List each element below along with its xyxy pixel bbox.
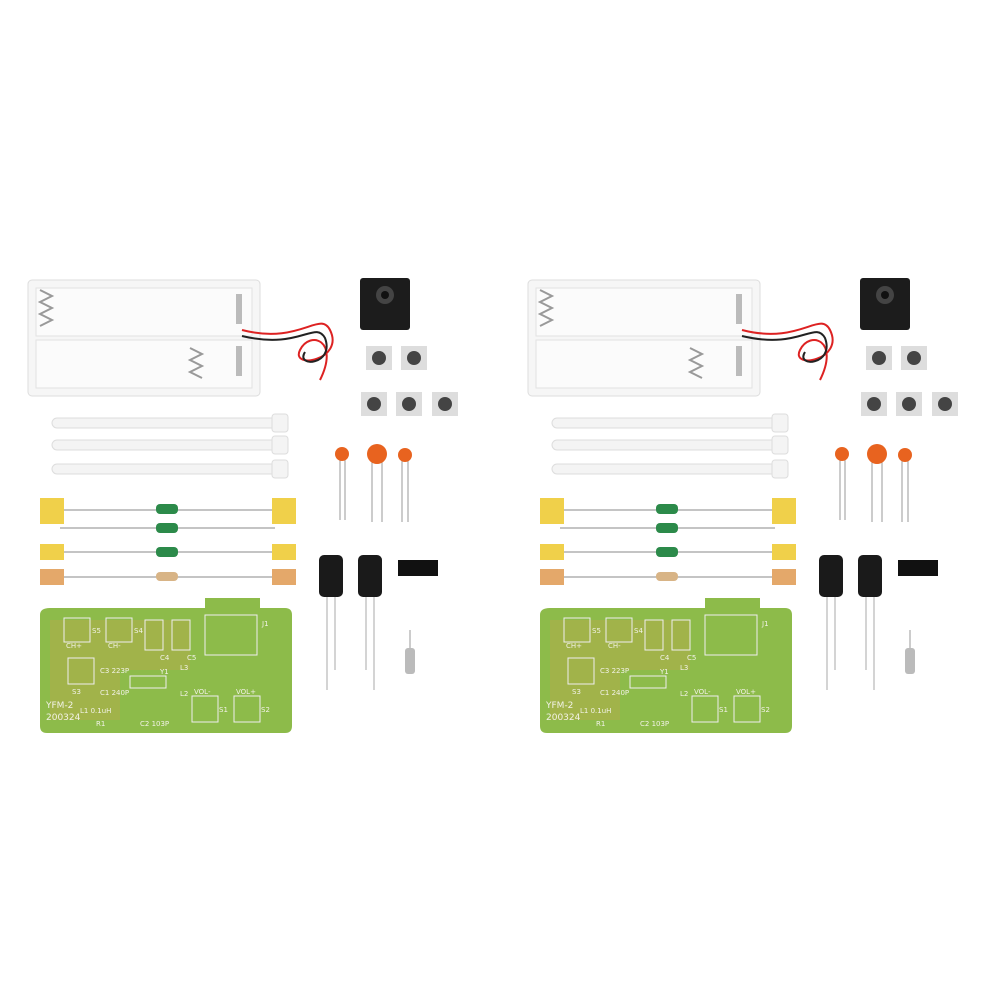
pcb-silkscreen-label: S3 [72,688,81,696]
pcb-silkscreen-label: C1 240P [100,689,129,697]
pcb-silkscreen-label: C5 [687,654,696,662]
electrolytic-capacitors [319,555,382,690]
pcb-silkscreen-label: S3 [572,688,581,696]
pcb-silkscreen-label: 200324 [546,713,581,723]
pcb-silkscreen-label: L3 [180,664,188,672]
battery-wires [241,322,334,381]
kit-left: S5 S4 CH+ CH- C4 C5 J1 Y1 S3 C3 223P C1 … [0,250,500,750]
pcb-silkscreen-label: VOL+ [236,688,256,696]
pcb-silkscreen-label: VOL+ [736,688,756,696]
pcb-silkscreen-label: CH- [108,642,121,650]
pcb-silkscreen-label: C1 240P [600,689,629,697]
tactile-buttons [361,346,458,416]
pcb-silkscreen-label: J1 [261,620,269,628]
cable-ties [551,413,789,479]
pcb: S5 S4 CH+ CH- C4 C5 J1 Y1 S3 C3 223P C1 … [540,598,792,733]
audio-jack [360,278,410,330]
ic-chip [898,560,938,576]
pcb-silkscreen-label: C3 223P [600,667,629,675]
pcb-silkscreen-label: C4 [160,654,170,662]
pcb-silkscreen-label: R1 [96,720,105,728]
pcb-silkscreen-label: L1 0.1uH [80,707,111,715]
pcb-silkscreen-label: 200324 [46,713,81,723]
pcb-silkscreen-label: C3 223P [100,667,129,675]
pcb-silkscreen-label: C2 103P [140,720,169,728]
ic-chip [398,560,438,576]
pcb-silkscreen-label: YFM-2 [545,701,573,711]
ceramic-capacitors [335,444,412,522]
battery-wires [741,322,834,381]
pcb-silkscreen-label: CH+ [566,642,582,650]
pcb-silkscreen-label: CH- [608,642,621,650]
pcb-silkscreen-label: Y1 [159,668,169,676]
pcb-silkscreen-label: S1 [219,706,228,714]
pcb-silkscreen-label: VOL- [694,688,711,696]
pcb-silkscreen-label: J1 [761,620,769,628]
pcb-silkscreen-label: C4 [660,654,670,662]
pcb-silkscreen-label: C2 103P [640,720,669,728]
axial-components [540,498,796,585]
pcb-silkscreen-label: C5 [187,654,196,662]
pcb-silkscreen-label: YFM-2 [45,701,73,711]
pcb-silkscreen-label: S2 [761,706,770,714]
pcb-silkscreen-label: S4 [134,627,143,635]
audio-jack [860,278,910,330]
kit-photo: S5 S4 CH+ CH- C4 C5 J1 Y1 S3 C3 223P C1 … [27,278,458,733]
ceramic-capacitors [835,444,912,522]
kit-right: S5 S4 CH+ CH- C4 C5 J1 Y1 S3 C3 223P C1 … [500,250,1000,750]
pcb-silkscreen-label: S1 [719,706,728,714]
battery-holder [527,279,761,397]
tactile-buttons [861,346,958,416]
electrolytic-capacitors [819,555,882,690]
pcb-silkscreen-label: VOL- [194,688,211,696]
pcb-silkscreen-label: S5 [592,627,601,635]
pcb-silkscreen-label: L1 0.1uH [580,707,611,715]
pcb-silkscreen-label: L3 [680,664,688,672]
pcb-silkscreen-label: CH+ [66,642,82,650]
crystal [405,630,415,674]
crystal [905,630,915,674]
pcb-silkscreen-label: L2 [680,690,688,698]
cable-ties [51,413,289,479]
pcb-silkscreen-label: Y1 [659,668,669,676]
battery-holder [27,279,261,397]
pcb-silkscreen-label: S4 [634,627,643,635]
pcb-silkscreen-label: S5 [92,627,101,635]
axial-components [40,498,296,585]
pcb-silkscreen-label: L2 [180,690,188,698]
pcb: S5 S4 CH+ CH- C4 C5 J1 Y1 S3 C3 223P C1 … [40,598,292,733]
pcb-silkscreen-label: R1 [596,720,605,728]
pcb-silkscreen-label: S2 [261,706,270,714]
kit-photo: S5 S4 CH+ CH- C4 C5 J1 Y1 S3 C3 223P C1 … [527,278,958,733]
